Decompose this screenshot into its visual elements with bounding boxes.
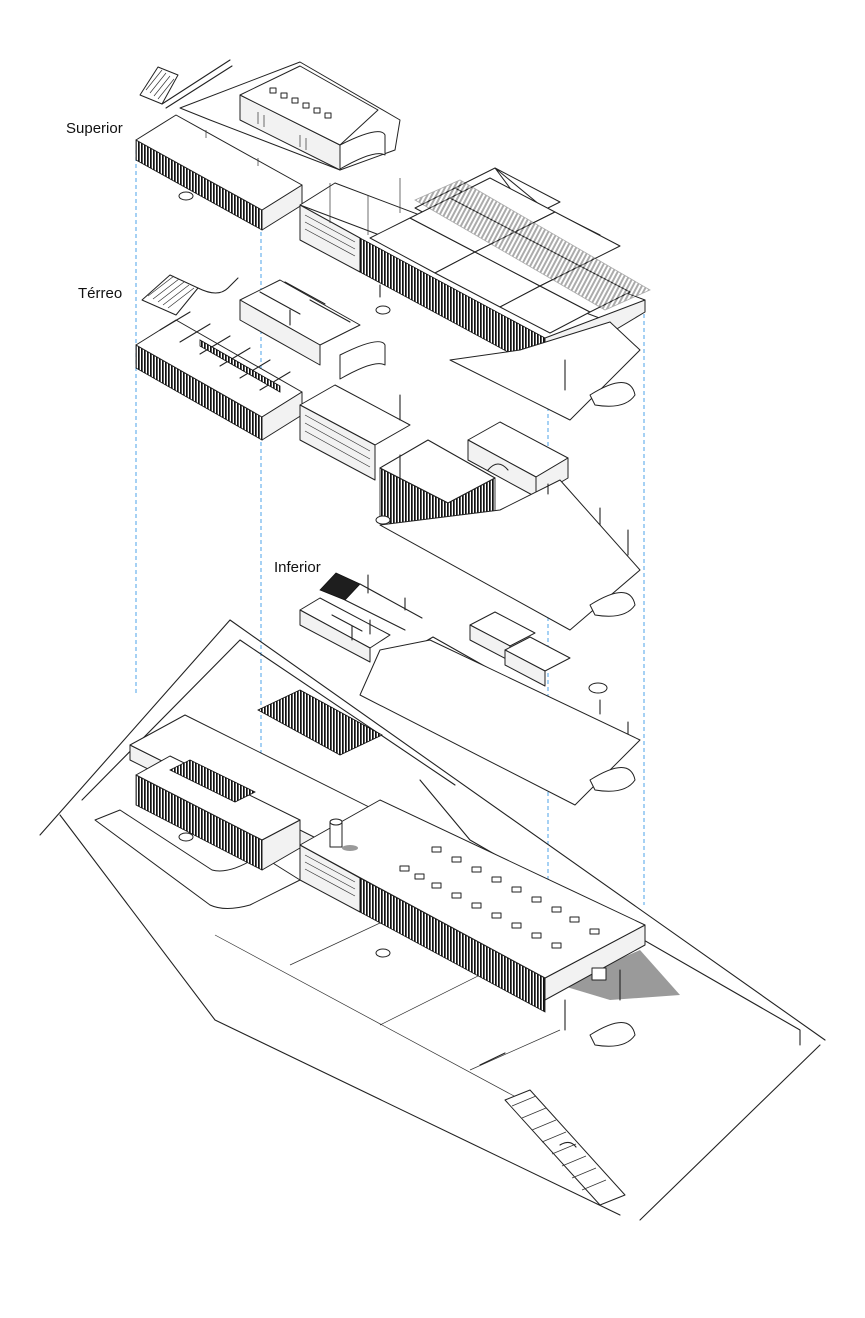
entrance-door <box>591 967 607 981</box>
label-inferior: Inferior <box>274 559 321 576</box>
curved-terrace <box>94 809 301 909</box>
column-base <box>178 191 194 201</box>
wing-room-partitions <box>159 311 291 391</box>
roof-skylights <box>399 846 600 949</box>
level-terreo <box>135 274 641 631</box>
level-superior <box>135 59 651 421</box>
site-boundary <box>39 619 826 1041</box>
wing-roof <box>135 114 303 211</box>
classroom-grid <box>369 167 651 334</box>
level-inferior <box>299 572 641 806</box>
label-superior: Superior <box>66 120 123 137</box>
assembled-building <box>39 619 826 1221</box>
skylight-row <box>269 87 332 119</box>
main-roof <box>299 799 646 979</box>
curved-ramp <box>589 767 636 792</box>
label-terreo: Térreo <box>78 285 122 302</box>
water-tower <box>329 821 343 848</box>
roof-grille <box>257 689 383 756</box>
stair-block <box>141 274 199 316</box>
site-stair <box>504 1089 626 1206</box>
stair-well <box>319 572 361 601</box>
curved-ramp <box>589 1022 636 1047</box>
stair-block <box>139 66 179 105</box>
curved-ramp <box>589 592 636 617</box>
curved-ramp <box>589 382 636 407</box>
